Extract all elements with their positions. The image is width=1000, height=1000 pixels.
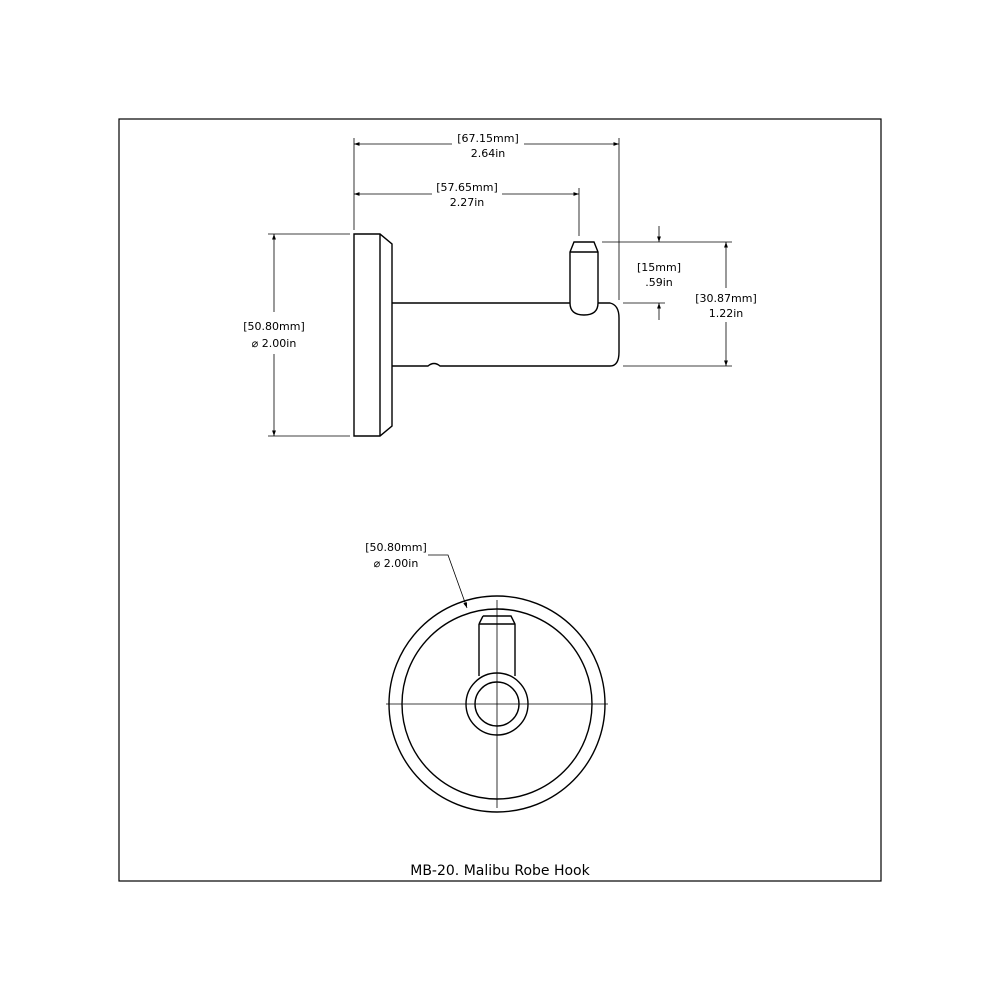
- dimension-pin-height: [15mm] .59in: [602, 226, 732, 320]
- side-view-pin: [569, 241, 599, 316]
- base-diameter-side-in: ⌀ 2.00in: [252, 337, 297, 350]
- side-view-arm: [392, 302, 620, 367]
- drawing-border: [118, 118, 882, 882]
- post-length-mm: [57.65mm]: [436, 181, 498, 194]
- hook-height-mm: [30.87mm]: [695, 292, 757, 305]
- pin-height-in: .59in: [645, 276, 673, 289]
- dimension-post-length: [57.65mm] 2.27in: [354, 181, 580, 236]
- post-length-in: 2.27in: [450, 196, 485, 209]
- hook-height-in: 1.22in: [709, 307, 744, 320]
- side-view: [353, 233, 620, 437]
- dimension-hook-height: [30.87mm] 1.22in: [623, 242, 757, 367]
- base-diameter-side-mm: [50.80mm]: [243, 320, 305, 333]
- dimension-base-diameter-front: [50.80mm] ⌀ 2.00in: [365, 541, 468, 609]
- dimension-base-diameter-side: [50.80mm] ⌀ 2.00in: [243, 233, 350, 437]
- base-diameter-front-in: ⌀ 2.00in: [374, 557, 419, 570]
- drawing-title: MB-20. Malibu Robe Hook: [410, 863, 590, 879]
- front-view: [386, 595, 608, 813]
- overall-length-in: 2.64in: [471, 147, 506, 160]
- pin-height-mm: [15mm]: [637, 261, 681, 274]
- base-diameter-front-mm: [50.80mm]: [365, 541, 427, 554]
- side-view-base-plate: [353, 233, 393, 437]
- overall-length-mm: [67.15mm]: [457, 132, 519, 145]
- dimension-overall-length: [67.15mm] 2.64in: [353, 132, 620, 300]
